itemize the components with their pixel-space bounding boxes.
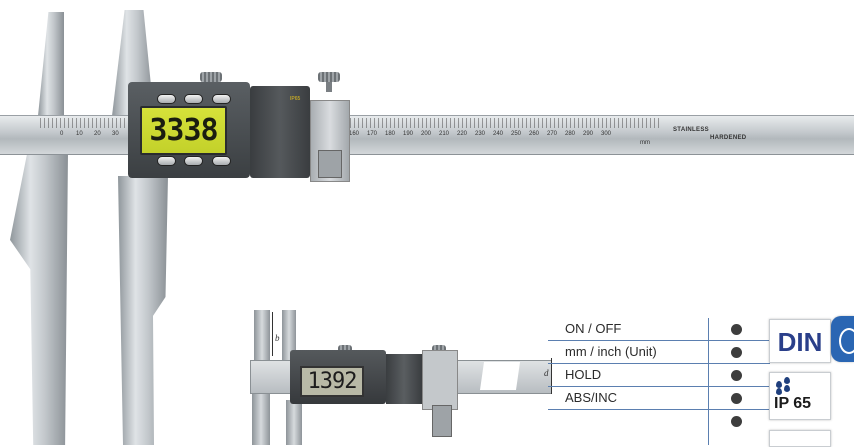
lock-screw-knob xyxy=(318,72,340,82)
head-button xyxy=(157,156,176,166)
ip-rating-mark: IP65 xyxy=(290,96,301,102)
caliper-body-rear xyxy=(250,86,310,178)
feature-label: ABS/INC xyxy=(565,390,618,405)
feature-dot-icon xyxy=(731,324,742,335)
scale-number: 260 xyxy=(529,131,540,137)
diagram-break xyxy=(480,362,520,390)
unit-mark: mm xyxy=(640,140,650,146)
head-button xyxy=(212,94,231,104)
scale-number: 200 xyxy=(421,131,432,137)
lock-screw-stem xyxy=(326,82,332,92)
din-badge: DIN xyxy=(769,319,831,363)
beam-label-stainless: STAINLESS xyxy=(673,127,709,133)
dim-line-b xyxy=(272,312,273,356)
scale-number: 300 xyxy=(601,131,612,137)
scale-number: 160 xyxy=(349,131,360,137)
feature-dot-icon xyxy=(731,370,742,381)
scale-number: 10 xyxy=(76,131,83,137)
scale-number: 220 xyxy=(457,131,468,137)
scale-graduations-left xyxy=(40,118,130,128)
ip65-label: IP 65 xyxy=(774,395,812,412)
scale-number: 0 xyxy=(60,131,64,137)
dim-label-d: d xyxy=(544,368,549,378)
scale-number: 290 xyxy=(583,131,594,137)
diagram-jaw-lower-left xyxy=(252,390,270,445)
diagram-lock-block xyxy=(432,405,452,437)
diagram-jaw-left xyxy=(254,310,270,366)
scale-number: 190 xyxy=(403,131,414,137)
blue-badge-icon xyxy=(831,316,854,362)
diagram-lcd-display: 1392 xyxy=(300,366,364,397)
fixed-jaw-lower xyxy=(10,152,68,445)
feature-label: HOLD xyxy=(565,367,602,382)
feature-label: ON / OFF xyxy=(565,321,622,336)
feature-dot-icon xyxy=(731,347,742,358)
thumb-screw-knob xyxy=(200,72,222,82)
diagram-jaw-lower-right xyxy=(286,400,302,445)
feature-dot-icon xyxy=(731,393,742,404)
scale-number: 280 xyxy=(565,131,576,137)
badge-partial xyxy=(769,430,831,447)
fixed-jaw-upper xyxy=(38,12,64,116)
scale-number: 250 xyxy=(511,131,522,137)
water-drop-icon xyxy=(784,377,790,384)
scale-graduations xyxy=(310,118,660,128)
scale-number: 180 xyxy=(385,131,396,137)
diagram-head-rear xyxy=(386,354,422,404)
water-drop-icon xyxy=(784,385,790,392)
feature-row: HOLD xyxy=(548,364,770,387)
diagram-slider xyxy=(422,350,458,410)
scale-number: 20 xyxy=(94,131,101,137)
diagram-knob xyxy=(338,345,352,353)
feature-row: mm / inch (Unit) xyxy=(548,341,770,364)
water-drop-icon xyxy=(776,388,782,395)
head-button xyxy=(184,94,203,104)
scale-number: 270 xyxy=(547,131,558,137)
feature-dot-icon xyxy=(731,416,742,427)
head-button xyxy=(184,156,203,166)
beam-label-hardened: HARDENED xyxy=(710,135,747,141)
ip65-badge: IP 65 xyxy=(769,372,831,420)
scale-number: 240 xyxy=(493,131,504,137)
scale-number: 230 xyxy=(475,131,486,137)
lcd-display: 3338 xyxy=(140,106,227,155)
head-button xyxy=(212,156,231,166)
feature-row: ON / OFF xyxy=(548,318,770,341)
scale-number: 170 xyxy=(367,131,378,137)
feature-divider xyxy=(708,318,709,445)
lock-block xyxy=(318,150,342,178)
feature-row: ABS/INC xyxy=(548,387,770,410)
dim-line-d xyxy=(551,358,552,394)
head-button xyxy=(157,94,176,104)
diagram-knob xyxy=(432,345,446,353)
sliding-jaw-lower xyxy=(118,176,168,445)
scale-number: 30 xyxy=(112,131,119,137)
water-drop-icon xyxy=(776,381,782,388)
dim-label-b: b xyxy=(275,333,280,343)
feature-label: mm / inch (Unit) xyxy=(565,344,657,359)
scale-number: 210 xyxy=(439,131,450,137)
